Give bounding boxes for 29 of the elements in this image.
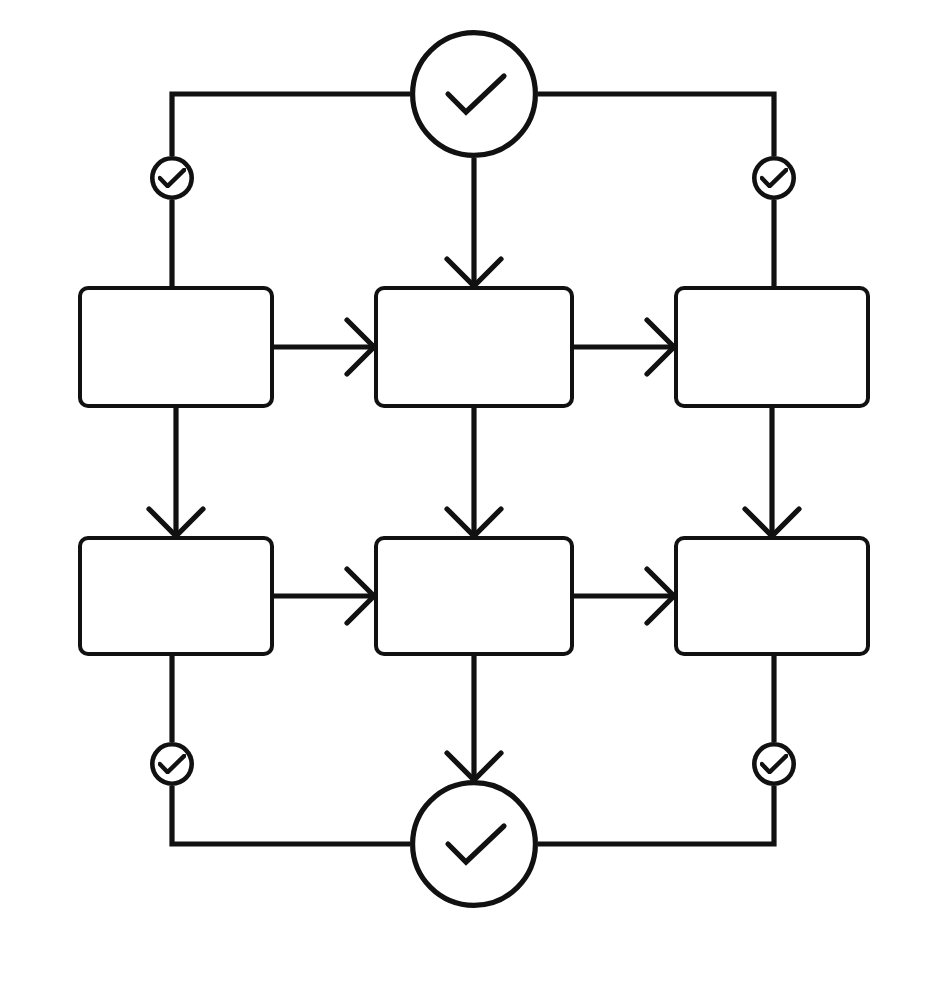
- connector-line: [538, 91, 777, 156]
- process-box: [674, 286, 870, 408]
- checkpoint-circle: [410, 30, 538, 158]
- process-box: [674, 536, 870, 656]
- arrow: [444, 656, 504, 783]
- arrow: [274, 317, 377, 377]
- connector-line: [169, 656, 175, 742]
- arrow: [146, 408, 206, 539]
- arrow: [274, 566, 377, 626]
- connector-line: [169, 786, 410, 847]
- connector-line: [771, 656, 777, 742]
- arrow: [574, 317, 677, 377]
- connector-line: [771, 200, 777, 286]
- checkpoint-circle: [150, 156, 194, 200]
- process-box: [374, 536, 574, 656]
- connector-line: [169, 200, 175, 286]
- checkpoint-circle: [752, 156, 796, 200]
- process-box: [78, 286, 274, 408]
- process-box: [374, 286, 574, 408]
- arrow: [444, 158, 504, 289]
- arrow: [444, 408, 504, 539]
- connector-line: [169, 91, 410, 156]
- arrow: [574, 566, 677, 626]
- checkpoint-circle: [752, 742, 796, 786]
- arrow: [742, 408, 802, 539]
- process-box: [78, 536, 274, 656]
- checkpoint-circle: [410, 780, 538, 908]
- checkpoint-circle: [150, 742, 194, 786]
- connector-line: [538, 786, 777, 847]
